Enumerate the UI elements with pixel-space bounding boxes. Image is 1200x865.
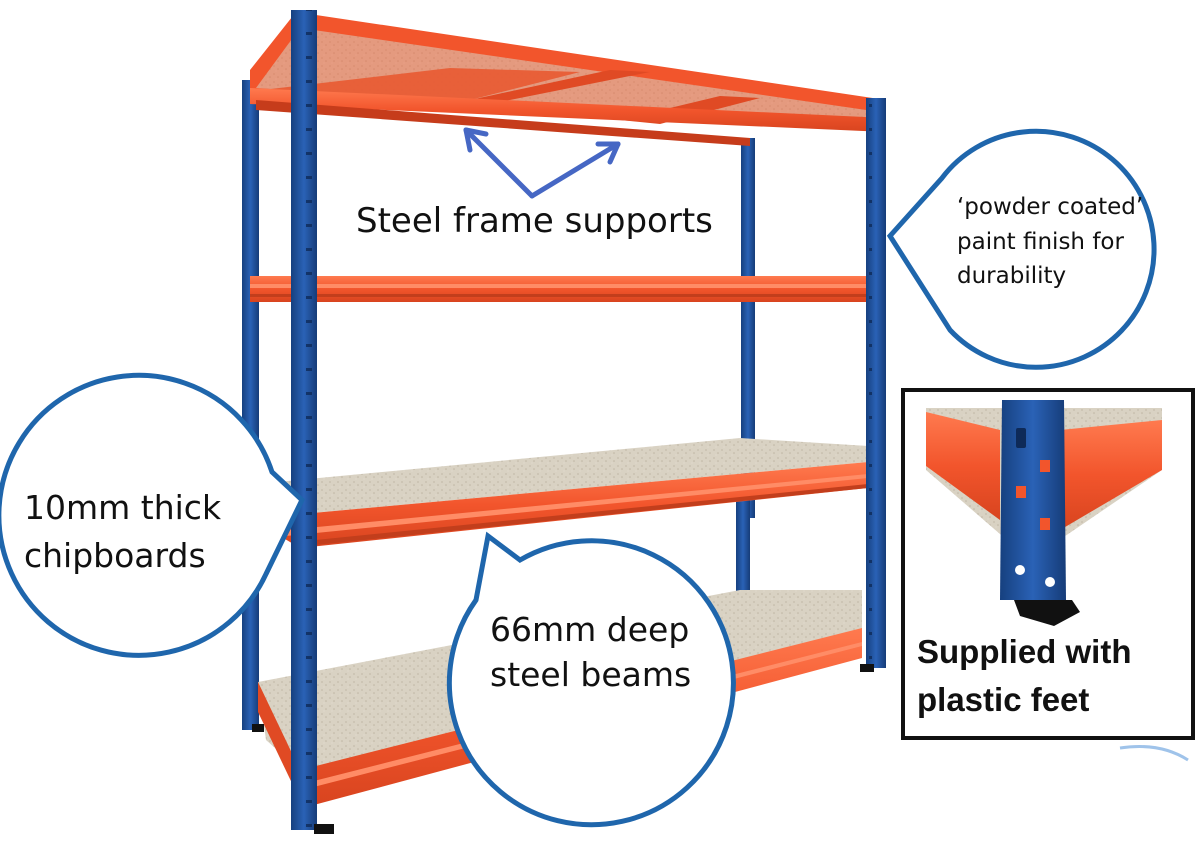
label-plastic-feet: Supplied with plastic feet	[917, 633, 1132, 718]
top-shelf	[250, 12, 886, 146]
label-steel-frame-supports: Steel frame supports	[356, 201, 713, 241]
plastic-feet-inset	[901, 388, 1195, 740]
third-shelf	[256, 438, 868, 548]
decorative-curve	[1119, 745, 1189, 762]
callout-beams-bubble	[446, 531, 736, 828]
label-powder-coated: ‘powder coated’ paint finish for durabil…	[957, 194, 1144, 289]
label-chipboards: 10mm thick chipboards	[24, 488, 222, 575]
callout-powder-bubble	[886, 128, 1157, 370]
support-arrows	[463, 127, 621, 199]
label-steel-beams: 66mm deep steel beams	[490, 610, 692, 694]
second-shelf	[250, 276, 878, 302]
callout-chipboard-bubble	[0, 372, 306, 658]
front-posts	[252, 10, 886, 834]
